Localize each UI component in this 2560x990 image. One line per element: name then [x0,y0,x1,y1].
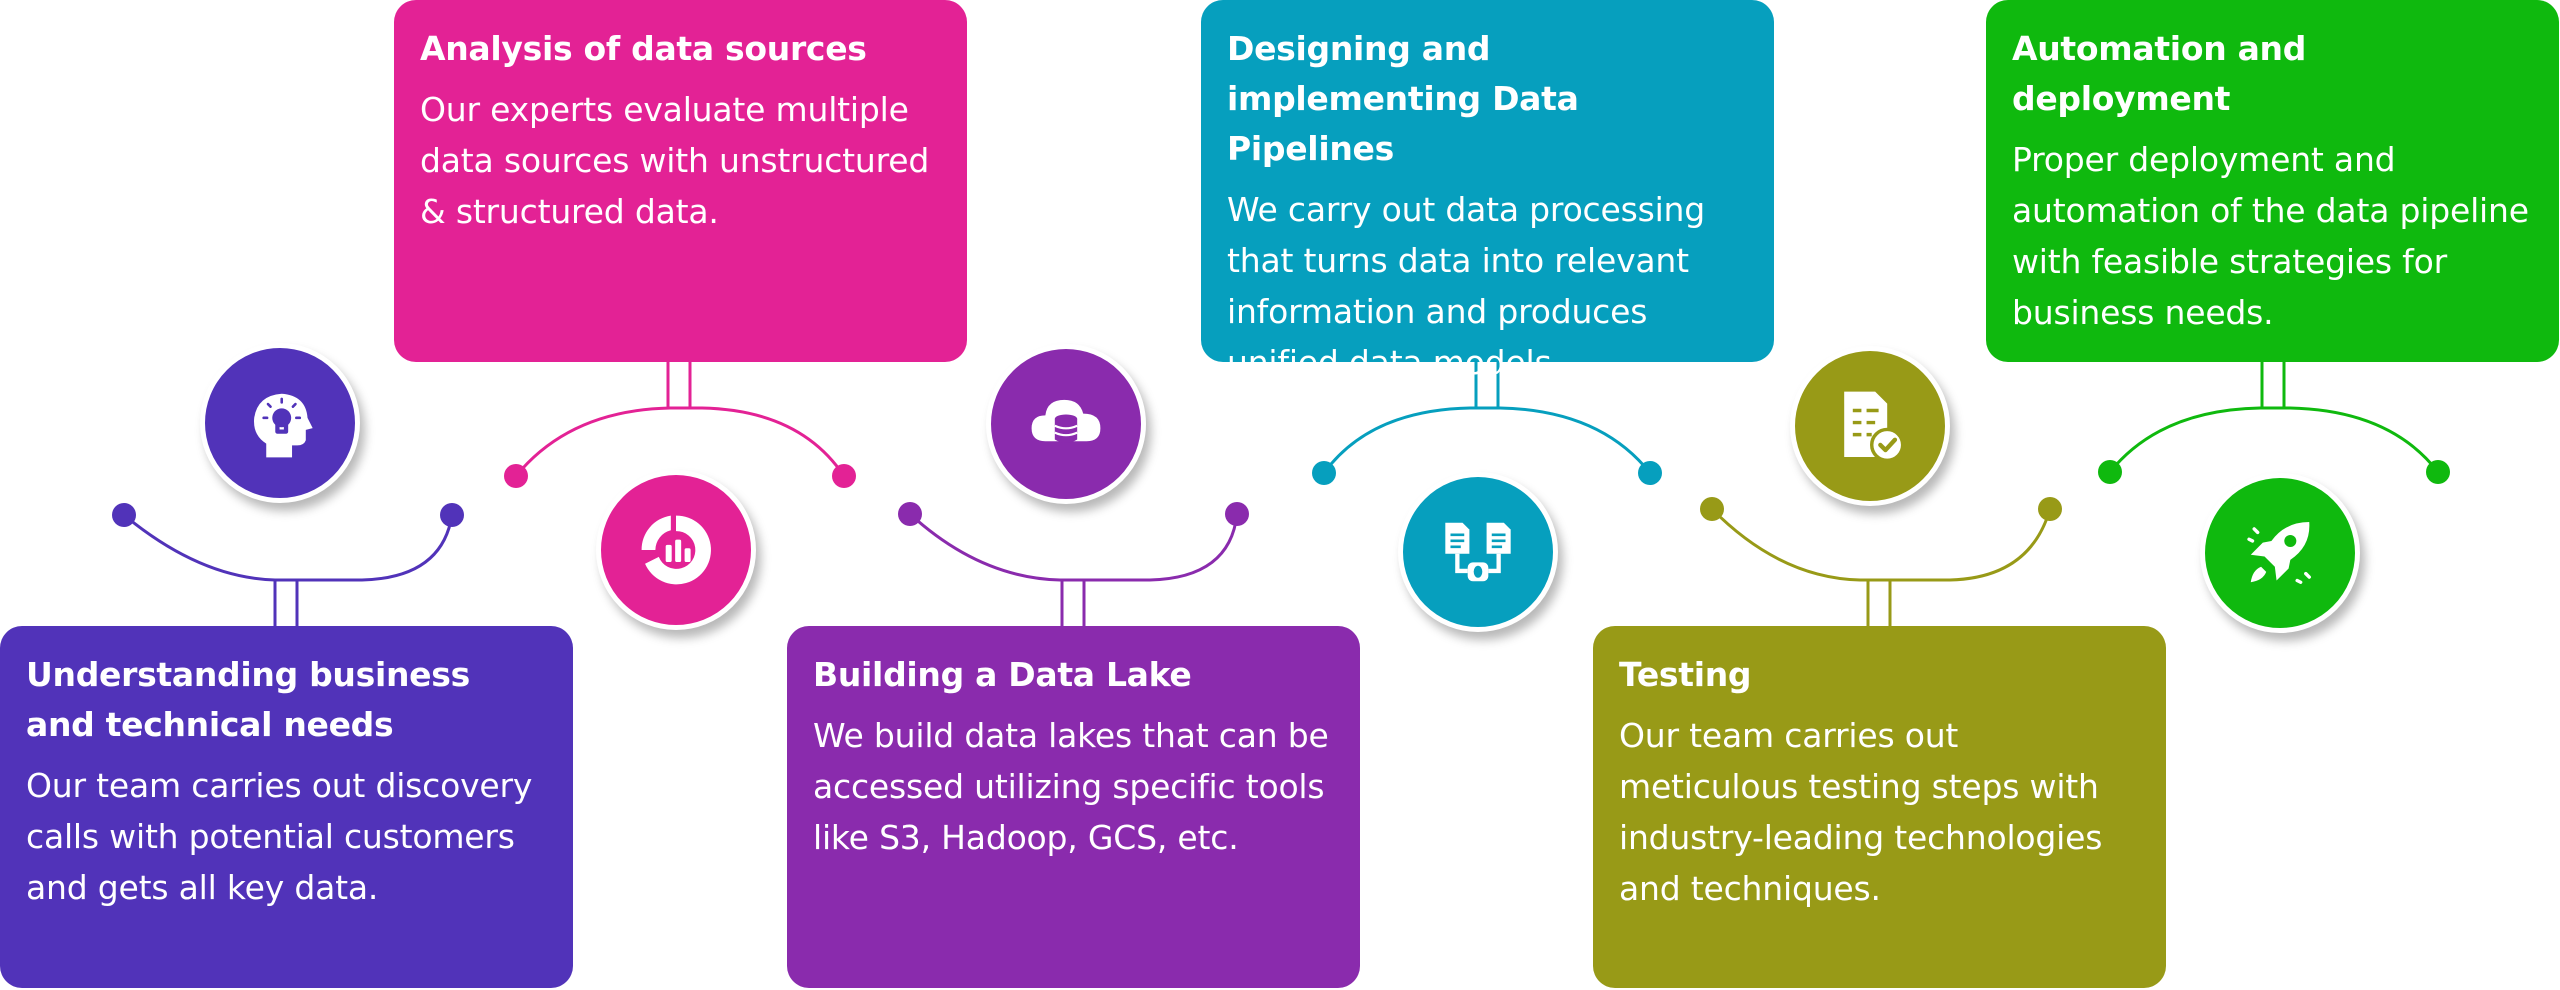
step-card-pipelines: Designing and implementing Data Pipeline… [1201,0,1774,382]
connector-understanding [123,513,454,626]
step-description: Our experts evaluate multiple data sourc… [420,90,930,231]
connector-testing [1710,507,2052,626]
connector-dot [898,502,922,526]
connector-dot [2038,497,2062,521]
checked-document-icon [1790,346,1950,506]
step-card-understanding: Understanding business and technical nee… [0,626,573,988]
idea-head-icon [200,343,360,503]
step-description: Proper deployment and automation of the … [2012,140,2529,332]
document-pipeline-icon [1398,472,1558,632]
step-description: We carry out data processing that turns … [1227,190,1706,382]
step-card-testing: Testing Our team carries out meticulous … [1593,626,2166,988]
donut-bar-chart-icon [596,470,756,630]
step-card-data-lake: Building a Data Lake We build data lakes… [787,626,1360,988]
connector-dot [1638,461,1662,485]
connector-analysis [514,362,846,477]
connector-dot [504,464,528,488]
connector-dot [1312,461,1336,485]
connector-dot [440,503,464,527]
step-title: Analysis of data sources [420,29,867,68]
connector-dot [112,503,136,527]
connector-dot [2426,460,2450,484]
connector-dot [1700,497,1724,521]
step-title: Testing [1619,655,1752,694]
step-card-automation: Automation and deployment Proper deploym… [1986,0,2559,362]
step-title: Designing and implementing Data Pipeline… [1227,29,1579,168]
cloud-database-icon [986,344,1146,504]
step-description: Our team carries out meticulous testing … [1619,716,2103,908]
connector-data-lake [908,512,1239,626]
connector-pipelines [1322,362,1652,474]
step-title: Understanding business and technical nee… [26,655,470,744]
step-description: Our team carries out discovery calls wit… [26,766,533,907]
connector-dot [832,464,856,488]
step-title: Automation and deployment [2012,29,2307,118]
connector-dot [2098,460,2122,484]
step-description: We build data lakes that can be accessed… [813,716,1329,857]
step-card-analysis: Analysis of data sources Our experts eva… [394,0,967,362]
step-title: Building a Data Lake [813,655,1192,694]
connector-dot [1225,502,1249,526]
connector-automation [2108,362,2440,473]
rocket-icon [2200,473,2360,633]
